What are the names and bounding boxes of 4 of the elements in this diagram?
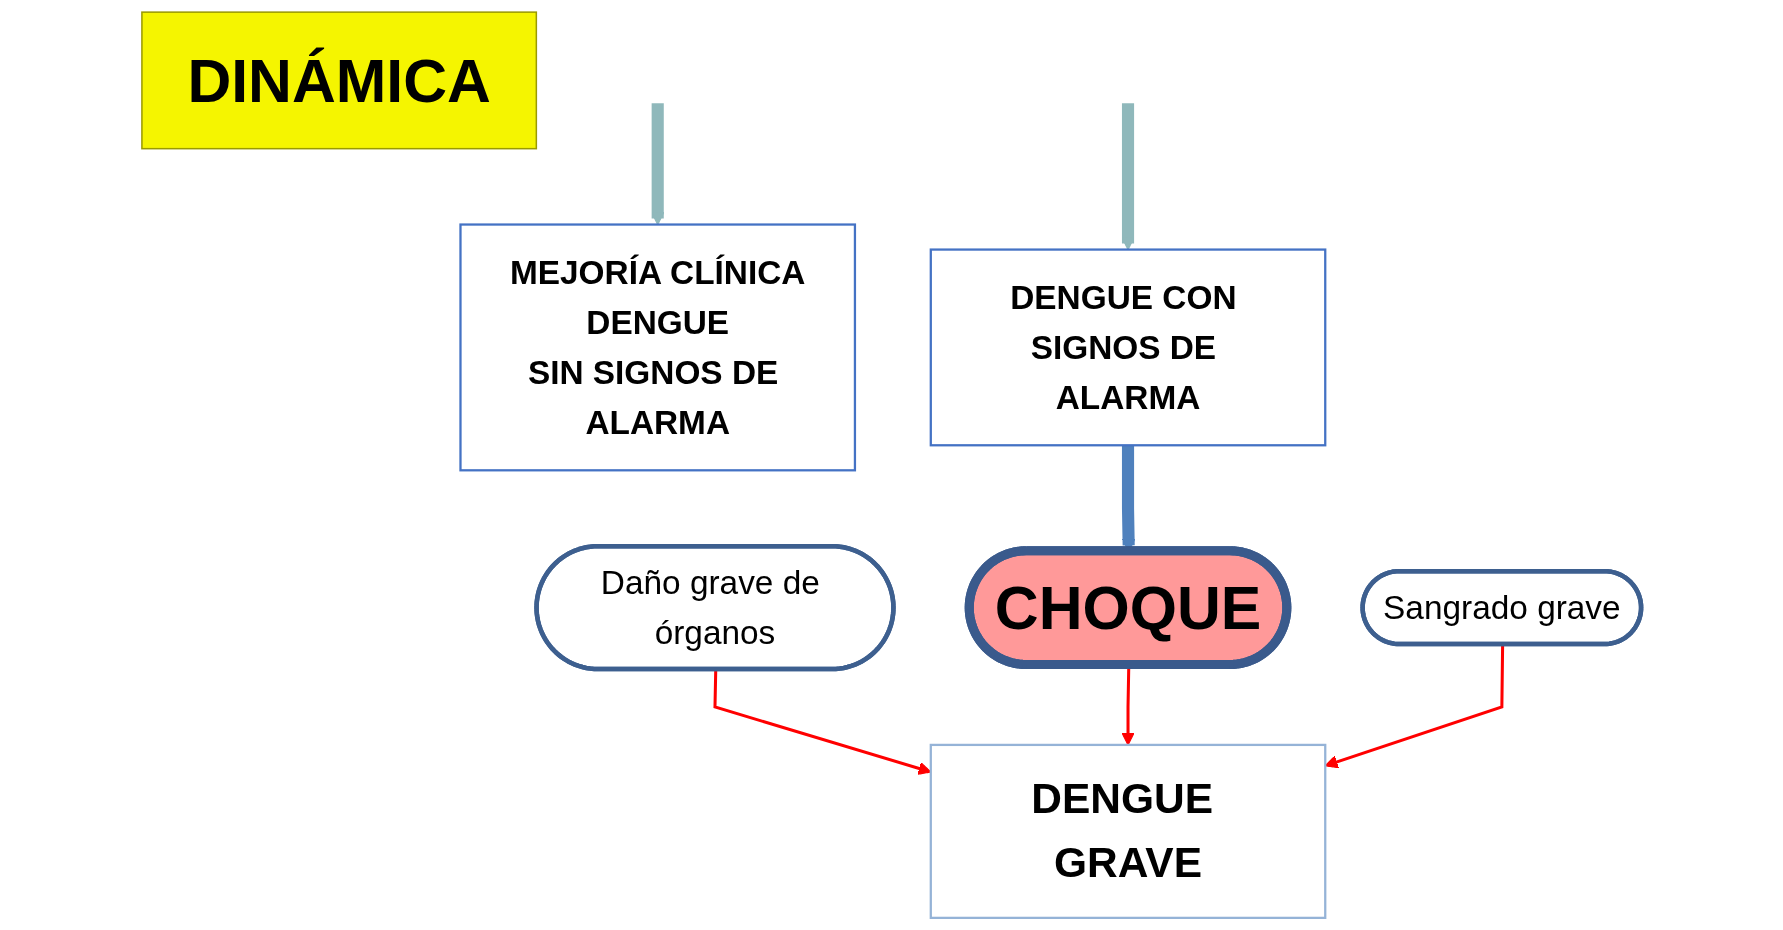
- node-box: MEJORÍA CLÍNICA DENGUE SIN SIGNOS DE ALARMA: [459, 223, 857, 472]
- node-box: DINÁMICA: [141, 11, 538, 150]
- node-box: DENGUE CON SIGNOS DE ALARMA: [929, 248, 1327, 447]
- node-box: DENGUE GRAVE: [929, 743, 1327, 919]
